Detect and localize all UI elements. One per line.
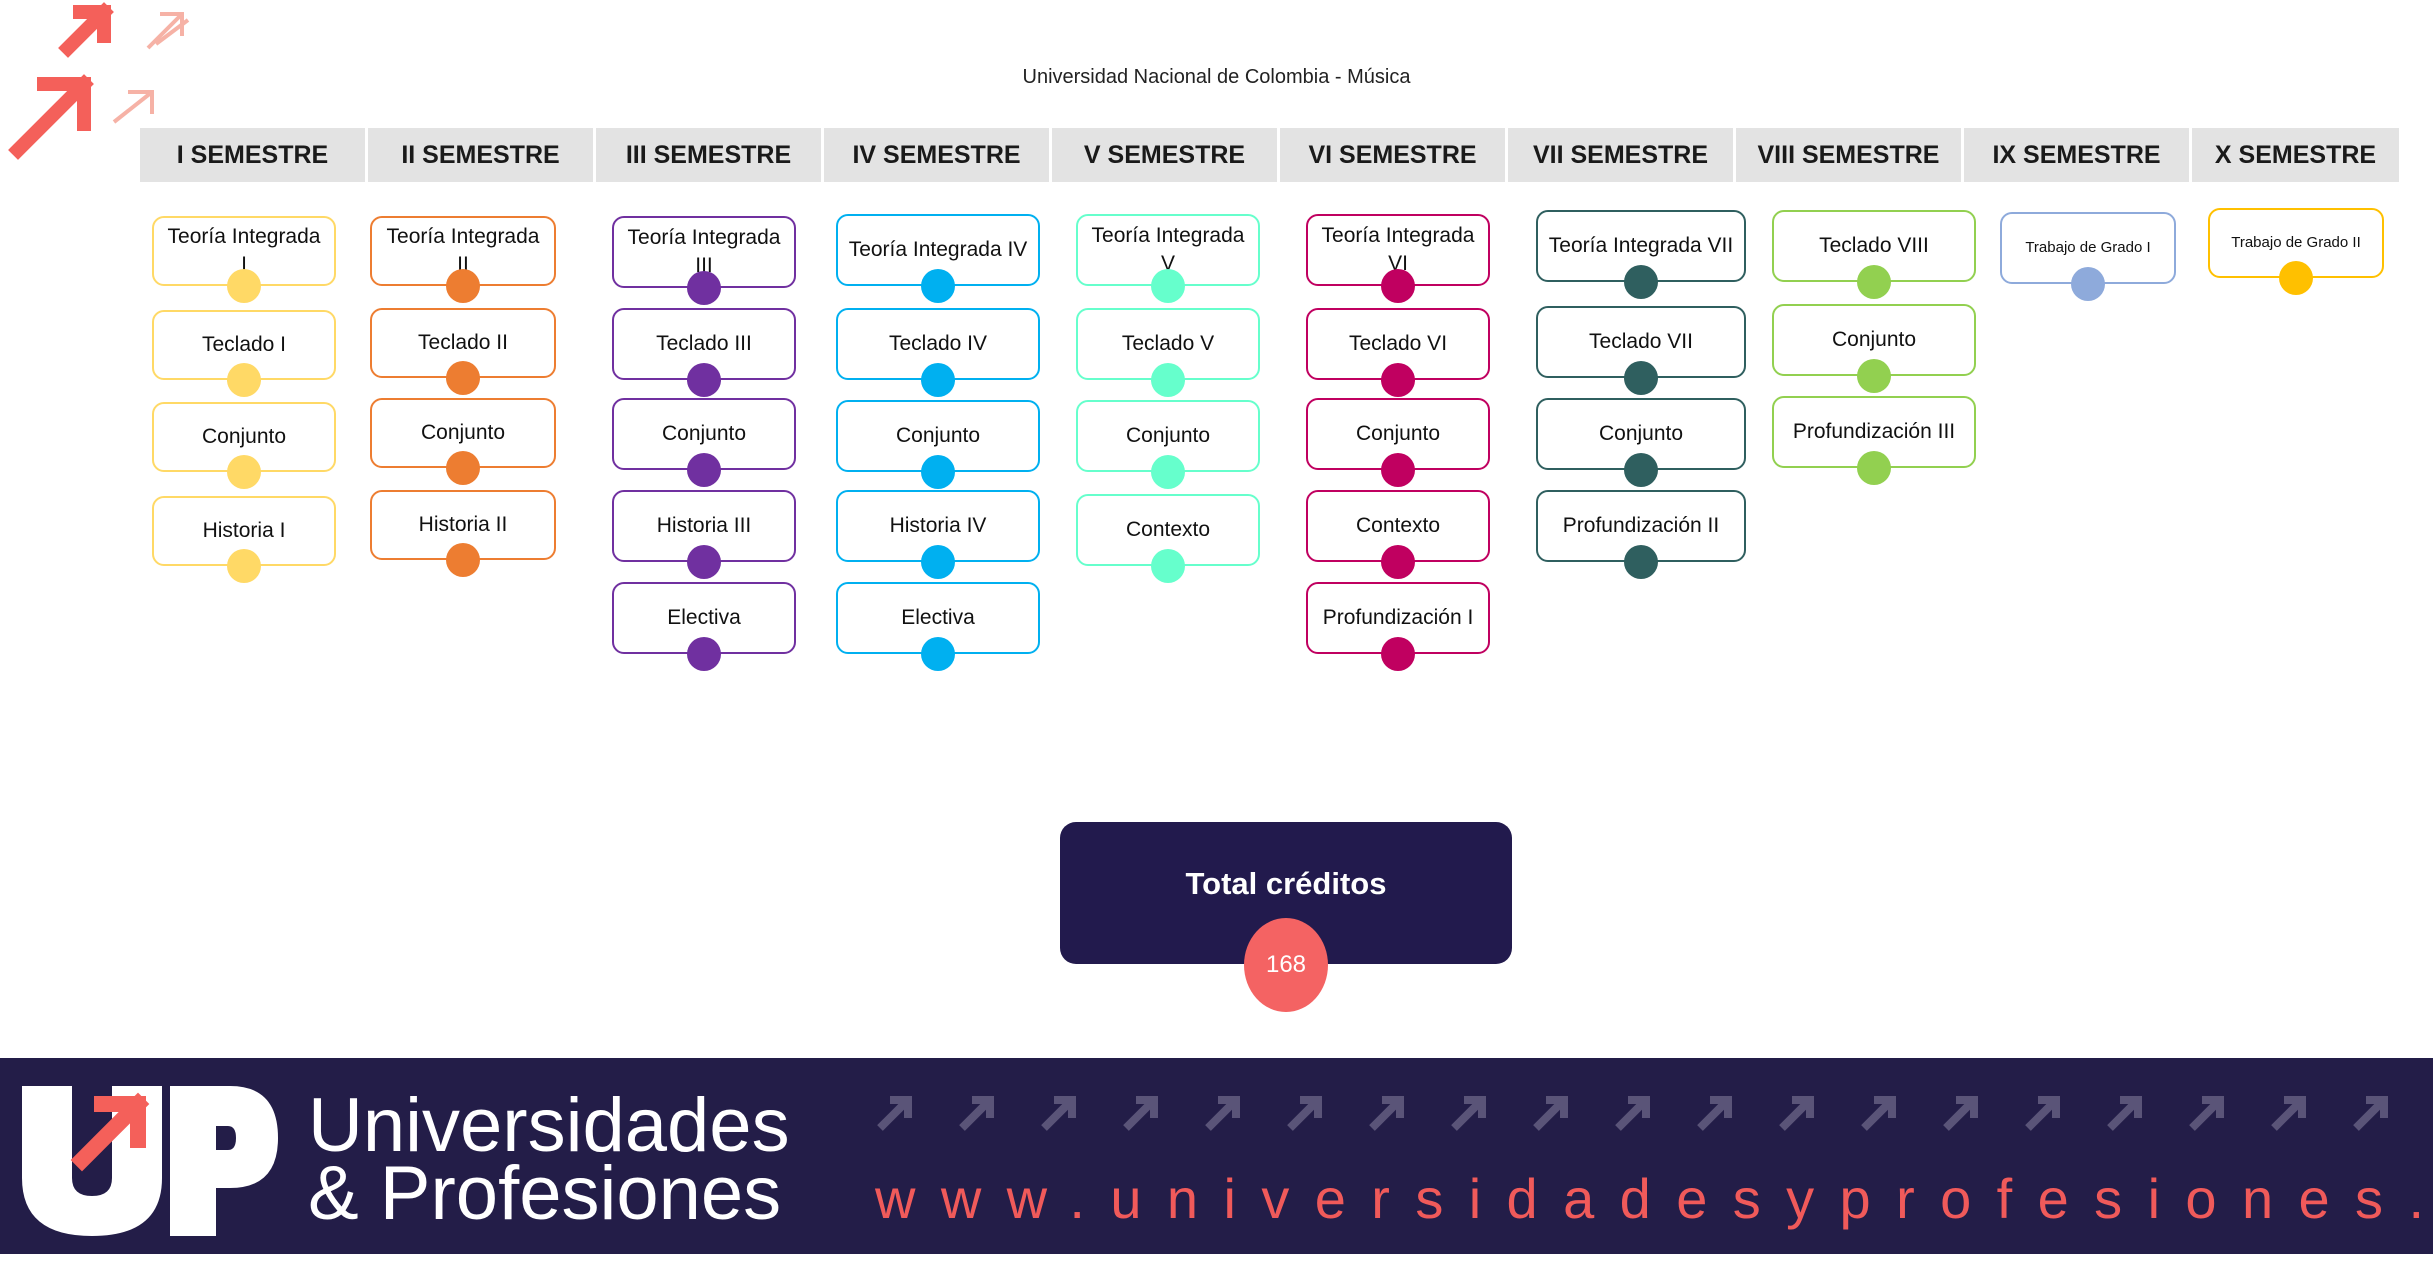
footer-arrow-icon xyxy=(1123,1096,1158,1131)
brand-name-line2: & Profesiones xyxy=(308,1151,782,1236)
semester-header-5: V SEMESTRE xyxy=(1052,128,1280,182)
footer-arrow-icon xyxy=(1205,1096,1240,1131)
course-connector-dot xyxy=(687,453,721,487)
footer-arrow-icon xyxy=(1533,1096,1568,1131)
footer-arrow-icon xyxy=(2025,1096,2060,1131)
course-connector-dot xyxy=(921,455,955,489)
decorative-arrows-row xyxy=(877,1096,2388,1131)
footer-banner: UP Universidades & Profesiones www.unive… xyxy=(0,1058,2433,1254)
course-connector-dot xyxy=(687,271,721,305)
footer-arrow-icon xyxy=(1943,1096,1978,1131)
course-connector-dot xyxy=(1381,637,1415,671)
course-connector-dot xyxy=(1857,265,1891,299)
footer-arrow-icon xyxy=(877,1096,912,1131)
course-connector-dot xyxy=(446,451,480,485)
semester-header-2: II SEMESTRE xyxy=(368,128,596,182)
footer-arrow-icon xyxy=(1779,1096,1814,1131)
footer-arrow-icon xyxy=(2189,1096,2224,1131)
course-connector-dot xyxy=(2071,267,2105,301)
course-connector-dot xyxy=(1857,359,1891,393)
course-connector-dot xyxy=(1151,269,1185,303)
course-connector-dot xyxy=(1624,545,1658,579)
footer-arrow-icon xyxy=(1697,1096,1732,1131)
footer-arrow-icon xyxy=(1287,1096,1322,1131)
brand-name-line1: Universidades xyxy=(308,1083,790,1168)
semester-header-8: VIII SEMESTRE xyxy=(1736,128,1964,182)
course-connector-dot xyxy=(227,269,261,303)
course-connector-dot xyxy=(446,543,480,577)
semester-header-4: IV SEMESTRE xyxy=(824,128,1052,182)
page-title: Universidad Nacional de Colombia - Músic… xyxy=(1022,66,1411,88)
course-connector-dot xyxy=(921,545,955,579)
course-connector-dot xyxy=(2279,261,2313,295)
course-connector-dot xyxy=(227,363,261,397)
total-credits-value: 168 xyxy=(1244,918,1328,1012)
footer-arrow-icon xyxy=(1369,1096,1404,1131)
course-connector-dot xyxy=(921,363,955,397)
footer-arrow-icon xyxy=(2107,1096,2142,1131)
footer-arrow-icon xyxy=(1451,1096,1486,1131)
website-url: www.universidadesyprofesiones.com xyxy=(875,1167,2433,1230)
course-connector-dot xyxy=(1857,451,1891,485)
course-box[interactable]: Teoría Integrada IV xyxy=(836,214,1040,286)
brand-arrows-logo xyxy=(8,2,190,160)
course-box[interactable]: Historia IV xyxy=(836,490,1040,562)
course-connector-dot xyxy=(1151,363,1185,397)
up-logo: UP xyxy=(22,1086,278,1236)
semester-header-9: IX SEMESTRE xyxy=(1964,128,2192,182)
course-connector-dot xyxy=(1381,545,1415,579)
course-connector-dot xyxy=(921,637,955,671)
footer-arrow-icon xyxy=(1615,1096,1650,1131)
course-connector-dot xyxy=(1151,549,1185,583)
footer-arrow-icon xyxy=(1041,1096,1076,1131)
course-connector-dot xyxy=(1381,453,1415,487)
course-connector-dot xyxy=(227,455,261,489)
course-connector-dot xyxy=(921,269,955,303)
semester-header-6: VI SEMESTRE xyxy=(1280,128,1508,182)
footer-arrow-icon xyxy=(2271,1096,2306,1131)
footer-arrow-icon xyxy=(959,1096,994,1131)
course-connector-dot xyxy=(1381,269,1415,303)
course-connector-dot xyxy=(227,549,261,583)
course-box[interactable]: Historia I xyxy=(152,496,336,566)
course-connector-dot xyxy=(1624,361,1658,395)
semester-header-3: III SEMESTRE xyxy=(596,128,824,182)
course-connector-dot xyxy=(687,545,721,579)
course-connector-dot xyxy=(446,361,480,395)
footer-arrow-icon xyxy=(2353,1096,2388,1131)
course-connector-dot xyxy=(446,269,480,303)
course-connector-dot xyxy=(1381,363,1415,397)
total-credits-label: Total créditos xyxy=(1185,866,1387,901)
course-connector-dot xyxy=(687,363,721,397)
semester-header-1: I SEMESTRE xyxy=(140,128,368,182)
course-connector-dot xyxy=(1151,455,1185,489)
course-connector-dot xyxy=(1624,453,1658,487)
course-connector-dot xyxy=(687,637,721,671)
course-box[interactable]: Teoría Integrada II xyxy=(370,216,556,286)
footer-arrow-icon xyxy=(1861,1096,1896,1131)
semester-header-7: VII SEMESTRE xyxy=(1508,128,1736,182)
course-connector-dot xyxy=(1624,265,1658,299)
semester-header-10: X SEMESTRE xyxy=(2192,128,2402,182)
